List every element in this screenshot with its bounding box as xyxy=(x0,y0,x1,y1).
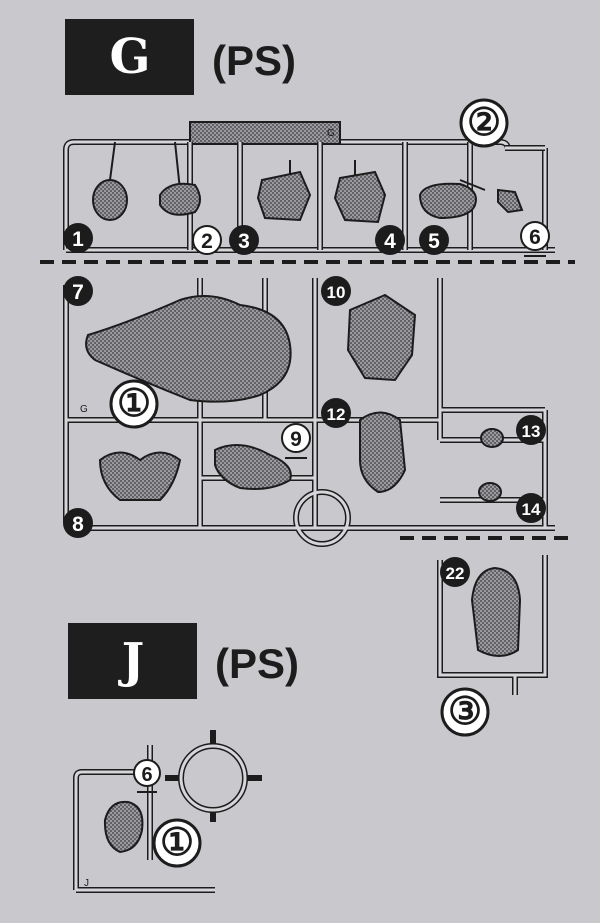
part-number: 4 xyxy=(384,230,396,253)
section-g-header: G (PS) xyxy=(65,19,296,95)
material-label: (PS) xyxy=(212,37,296,84)
part-shape-9 xyxy=(214,444,292,490)
section-letter: J xyxy=(118,633,145,689)
part-shape-13 xyxy=(480,428,504,448)
part-shape-8 xyxy=(98,451,182,501)
runner-mark: J xyxy=(84,878,89,889)
part-number: 3 xyxy=(238,230,250,253)
part-shape-22 xyxy=(470,566,522,657)
part-shape-j6 xyxy=(103,800,144,854)
part-shape-5 xyxy=(418,182,477,220)
section-j-header: J (PS) xyxy=(68,623,299,699)
part-shape-4 xyxy=(333,170,387,224)
part-shape-6 xyxy=(497,188,524,214)
part-number: 12 xyxy=(327,405,346,424)
part-number: 7 xyxy=(72,281,84,304)
runner-g xyxy=(63,121,555,253)
frame-number: ① xyxy=(160,822,194,864)
part-number: 8 xyxy=(72,513,84,536)
section-letter-box xyxy=(68,623,197,699)
part-number: 6 xyxy=(529,226,541,249)
runner-mark: G xyxy=(80,404,88,415)
part-shape-1 xyxy=(92,179,128,221)
runner-g-3 xyxy=(437,555,548,695)
material-label: (PS) xyxy=(215,640,299,687)
section-letter-box xyxy=(65,19,194,95)
section-letter: G xyxy=(110,29,151,85)
part-shape-2 xyxy=(159,182,201,216)
frame-number: ① xyxy=(117,383,151,425)
part-number: 6 xyxy=(141,764,152,786)
parts-main xyxy=(85,293,504,502)
part-shape-12 xyxy=(359,411,407,494)
parts-top-strip xyxy=(92,170,524,224)
part-shape-10 xyxy=(346,293,417,382)
part-shape-7 xyxy=(85,295,292,403)
part-number: 13 xyxy=(522,422,541,441)
runner-mark: G xyxy=(327,128,335,139)
part-number: 14 xyxy=(522,500,541,519)
part-number: 9 xyxy=(290,428,302,451)
part-shape-14 xyxy=(478,482,502,502)
part-number: 1 xyxy=(72,228,84,251)
part-number: 2 xyxy=(201,230,213,253)
part-number: 22 xyxy=(446,564,465,583)
frame-number: ② xyxy=(467,102,501,144)
part-shape-3 xyxy=(256,170,312,222)
part-number: 5 xyxy=(428,230,440,253)
part-number: 10 xyxy=(327,283,346,302)
frame-number: ③ xyxy=(448,691,482,733)
